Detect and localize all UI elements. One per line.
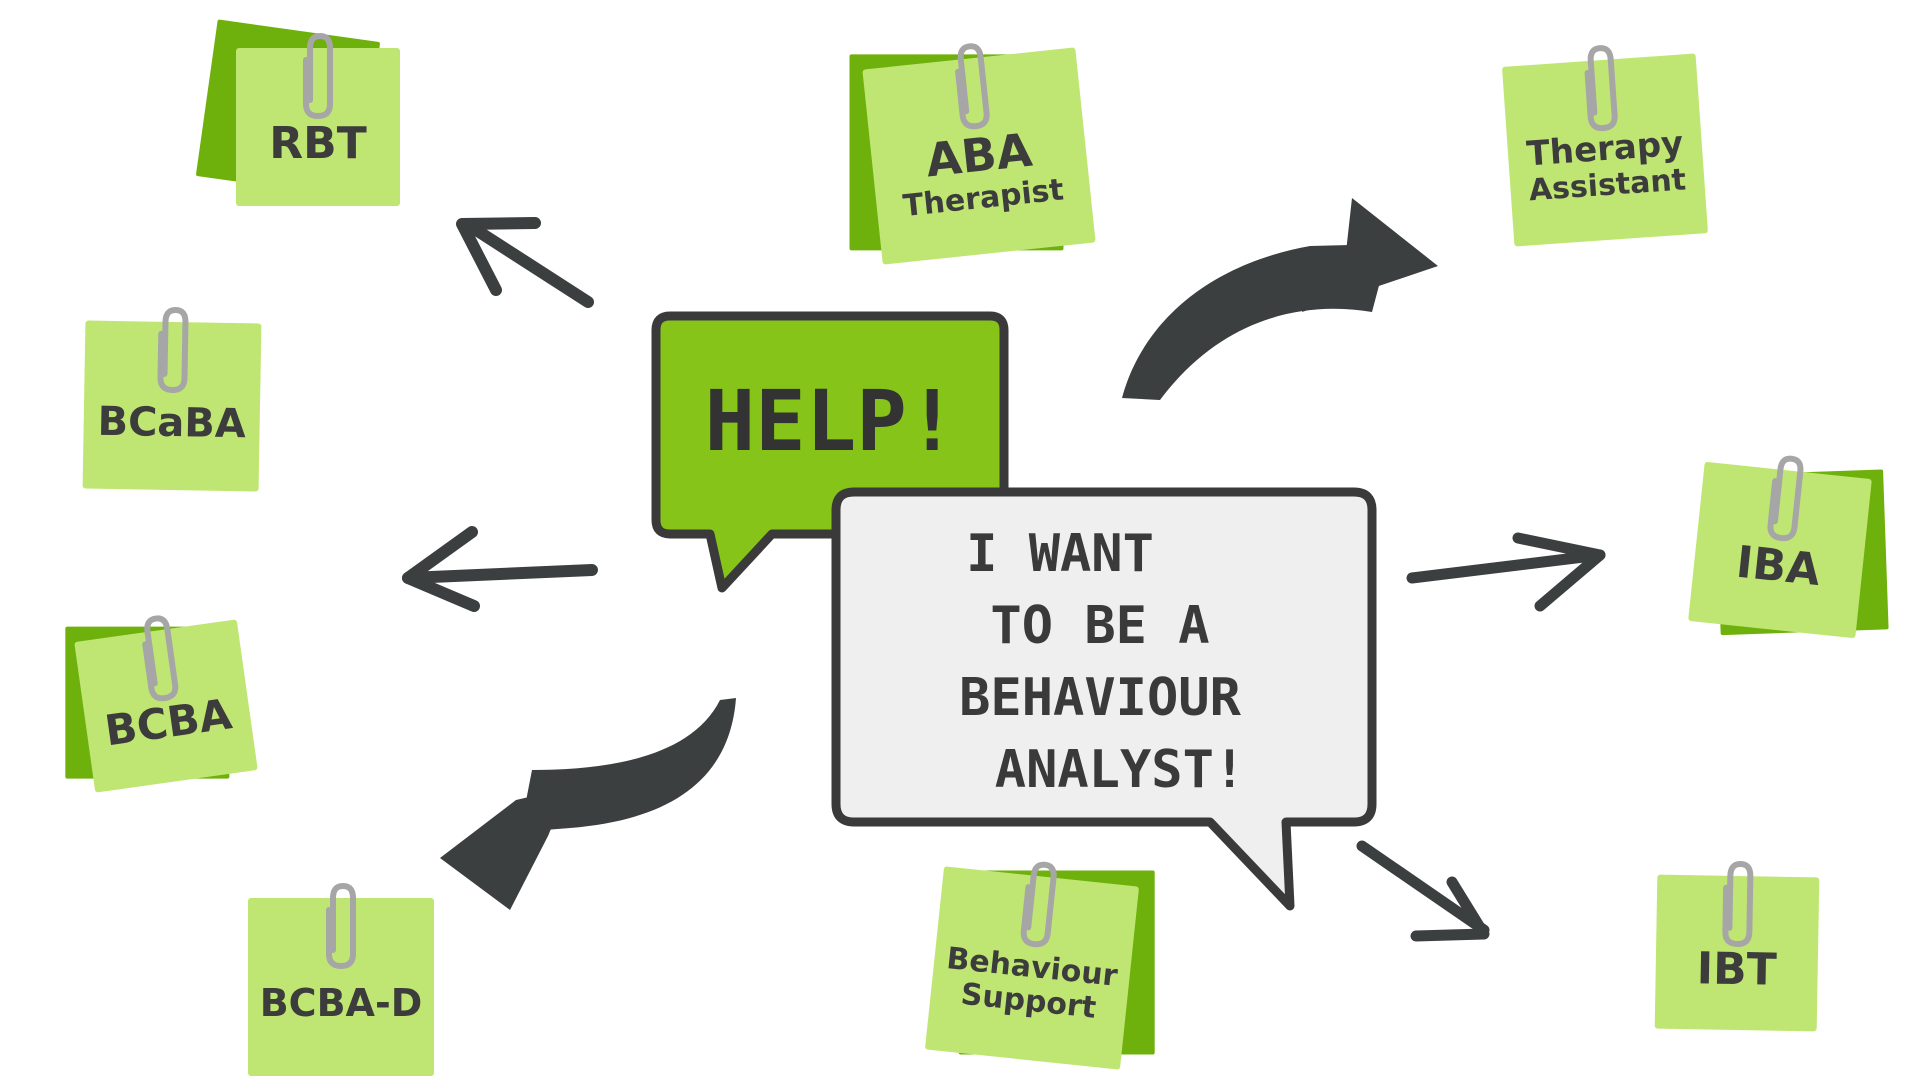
- note-rbt: RBT: [195, 19, 400, 206]
- paperclip-icon: [326, 882, 356, 970]
- paperclip-icon: [303, 32, 333, 120]
- paperclip-icon: [1767, 455, 1804, 542]
- note-iba: IBA: [1688, 455, 1889, 639]
- paperclip-icon: [142, 615, 179, 702]
- note-bcba-d: BCBA-D: [248, 882, 434, 1076]
- note-aba-therapist: ABA Therapist: [849, 43, 1096, 265]
- note-therapy-assistant: Therapy Assistant: [1501, 45, 1709, 247]
- note-label: IBT: [1696, 943, 1778, 996]
- note-label-line-2: Therapist: [901, 172, 1066, 225]
- paperclip-icon: [1020, 861, 1057, 948]
- note-behaviour-support: Behaviour Support: [924, 861, 1155, 1070]
- arrow-to-iba: [1406, 532, 1606, 612]
- note-label: BCaBA: [97, 398, 247, 448]
- goal-line-3: BEHAVIOUR: [959, 668, 1241, 728]
- paperclip-icon: [1584, 45, 1618, 132]
- goal-line-4: ANALYST!: [994, 740, 1246, 800]
- note-ibt: IBT: [1654, 861, 1820, 1032]
- paperclip-icon: [157, 307, 189, 394]
- curved-arrow-to-therapy-assistant: [1122, 198, 1438, 400]
- note-label: BCBA-D: [259, 981, 423, 1026]
- goal-line-1: I WANT: [966, 524, 1154, 584]
- help-bubble-text: HELP!: [704, 372, 958, 470]
- note-label: IBA: [1733, 536, 1823, 596]
- goal-bubble: [831, 487, 1377, 911]
- paperclip-icon: [955, 43, 990, 130]
- paperclip-icon: [1722, 861, 1754, 948]
- note-bcaba: BCaBA: [82, 307, 262, 492]
- goal-line-2: TO BE A: [990, 596, 1210, 656]
- curved-arrow-to-bcba-d: [440, 698, 736, 910]
- arrow-to-ibt: [1356, 840, 1490, 942]
- note-bcba: BCBA: [65, 615, 258, 793]
- note-label: RBT: [269, 117, 367, 169]
- arrow-to-bcaba: [402, 526, 598, 612]
- goal-bubble-text: I WANT TO BE A BEHAVIOUR ANALYST!: [850, 518, 1350, 806]
- arrow-to-rbt: [456, 217, 594, 308]
